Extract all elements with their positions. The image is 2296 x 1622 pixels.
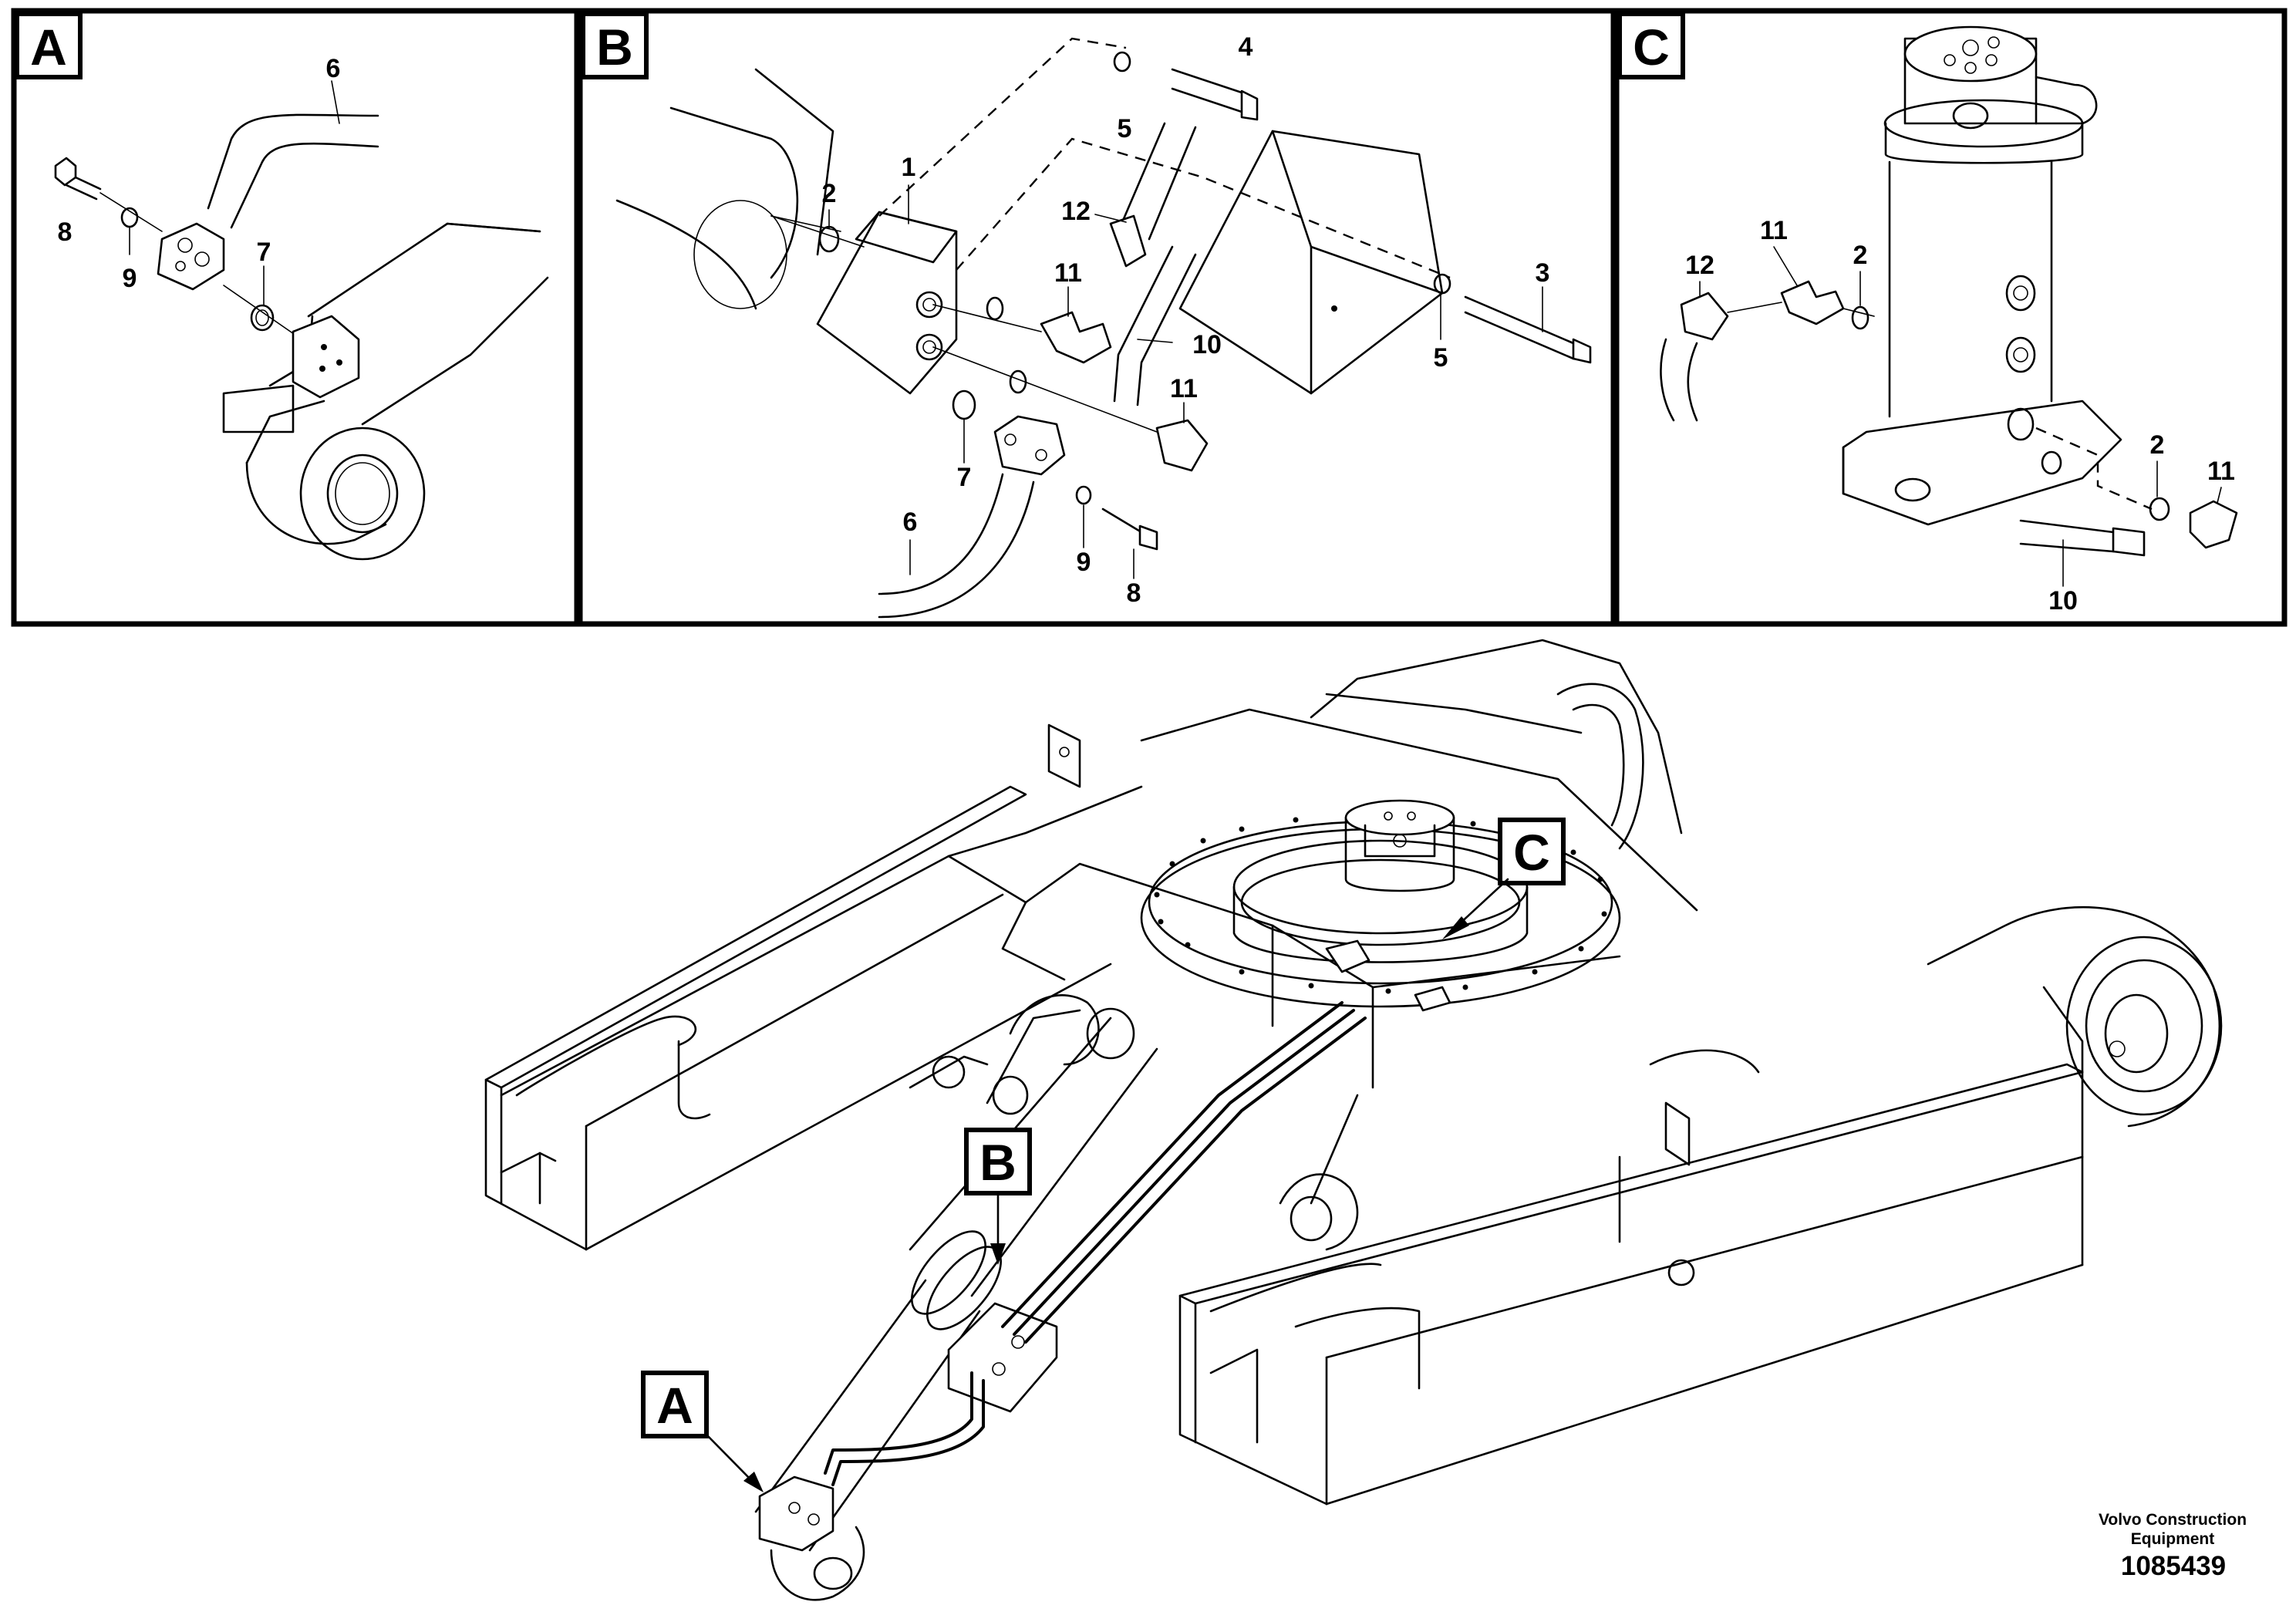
- svg-text:A: A: [30, 19, 67, 76]
- panel-c-callouts: 11 12 2 2 11 10: [1685, 216, 2235, 615]
- svg-text:6: 6: [903, 508, 918, 537]
- svg-text:6: 6: [326, 54, 341, 83]
- svg-text:8: 8: [1127, 578, 1141, 608]
- svg-text:9: 9: [123, 264, 137, 293]
- panel-c-label: C: [1617, 12, 1685, 79]
- svg-text:10: 10: [2048, 586, 2078, 615]
- svg-text:8: 8: [58, 218, 72, 247]
- svg-text:4: 4: [1239, 32, 1253, 62]
- svg-text:C: C: [1633, 19, 1670, 76]
- svg-text:A: A: [656, 1377, 693, 1434]
- svg-text:11: 11: [1760, 216, 1788, 245]
- svg-text:2: 2: [822, 179, 837, 208]
- footer-brand: Volvo Construction Equipment 1085439: [2099, 1511, 2247, 1581]
- undercarriage-overview: [484, 639, 2223, 1601]
- svg-text:C: C: [1513, 824, 1550, 881]
- panel-a-label: A: [15, 12, 83, 79]
- svg-text:Volvo Construction: Volvo Construction: [2099, 1511, 2247, 1529]
- overview-marker-a: A: [641, 1371, 764, 1492]
- svg-text:12: 12: [1685, 251, 1714, 280]
- document-number: 1085439: [2121, 1551, 2226, 1581]
- svg-text:B: B: [596, 19, 633, 76]
- panel-b-label: B: [581, 12, 649, 79]
- svg-text:B: B: [979, 1134, 1017, 1191]
- panel-c-drawing: [1660, 25, 2238, 557]
- svg-text:9: 9: [1077, 548, 1091, 577]
- svg-text:2: 2: [1853, 241, 1868, 270]
- detail-frames: [11, 8, 2288, 627]
- svg-text:7: 7: [257, 238, 271, 267]
- panel-b-drawing: [615, 37, 1592, 619]
- svg-text:5: 5: [1118, 114, 1132, 143]
- svg-text:11: 11: [2207, 457, 2235, 486]
- svg-text:5: 5: [1434, 343, 1448, 373]
- svg-text:Equipment: Equipment: [2131, 1530, 2215, 1548]
- svg-text:12: 12: [1061, 197, 1091, 226]
- panel-b-callouts: 4 5 1 2 12 11 10 11 3 5 7 6 9 8: [822, 32, 1550, 608]
- svg-text:3: 3: [1536, 258, 1550, 288]
- svg-text:11: 11: [1170, 374, 1198, 403]
- svg-text:10: 10: [1192, 330, 1222, 359]
- svg-text:2: 2: [2150, 430, 2165, 460]
- panel-a-callouts: 6 8 9 7: [58, 54, 341, 306]
- svg-text:11: 11: [1054, 258, 1082, 288]
- overview-marker-b: B: [964, 1128, 1032, 1265]
- svg-text:1: 1: [902, 153, 916, 182]
- overview-marker-c: C: [1442, 818, 1566, 939]
- svg-text:7: 7: [957, 463, 972, 492]
- panel-a-drawing: [54, 80, 549, 561]
